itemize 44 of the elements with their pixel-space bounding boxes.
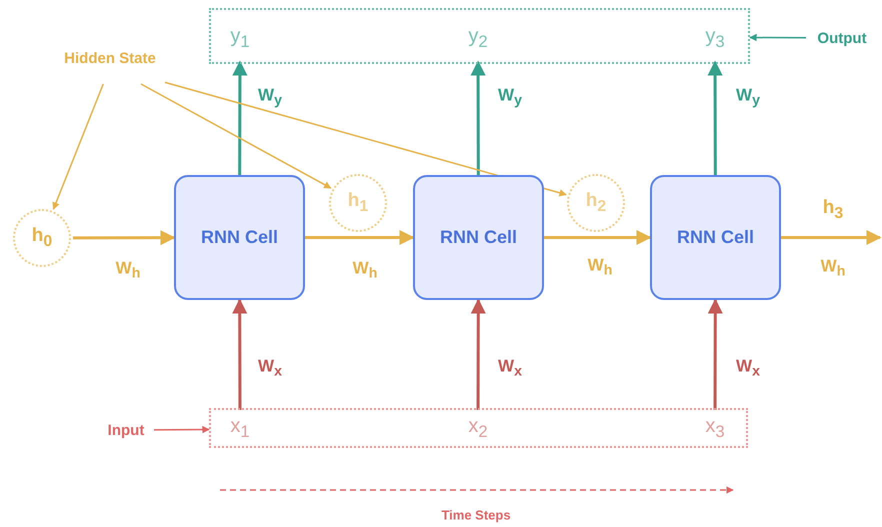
edge-label: W$_{h}$ — [116, 258, 140, 282]
arrow — [781, 230, 882, 245]
hidden-state-circle: h$_{2}$ — [567, 174, 625, 232]
output-value: y$_{2}$ — [460, 14, 496, 62]
edge-label: W$_{y}$ — [258, 85, 282, 109]
edge-label: W$_{x}$ — [736, 356, 760, 380]
arrow — [232, 298, 248, 410]
input-value: x$_{2}$ — [460, 410, 496, 446]
input-box — [209, 408, 748, 448]
leader-line — [749, 34, 806, 42]
arrow — [708, 60, 723, 175]
arrow — [544, 230, 652, 245]
callout-label: Input — [98, 418, 154, 442]
edge-label: W$_{h}$ — [352, 258, 378, 282]
hidden-state-circle: h$_{0}$ — [13, 209, 71, 267]
state-label: h$_{3}$ — [822, 197, 844, 223]
input-value: x$_{3}$ — [697, 410, 733, 446]
hidden-state-circle: h$_{1}$ — [329, 174, 387, 232]
output-value: y$_{1}$ — [222, 14, 258, 62]
edge-label: W$_{h}$ — [820, 256, 846, 280]
rnn-cell-box: RNN Cell — [174, 175, 305, 300]
edge-label: W$_{y}$ — [736, 85, 760, 109]
edge-label: W$_{y}$ — [498, 85, 522, 109]
edge-label: W$_{x}$ — [258, 356, 282, 380]
arrow — [232, 60, 248, 175]
edge-label: W$_{h}$ — [588, 255, 612, 279]
rnn-cell-box: RNN Cell — [650, 175, 781, 300]
arrow — [73, 230, 176, 246]
rnn-cell-box: RNN Cell — [413, 175, 544, 300]
arrow — [470, 298, 486, 410]
input-value: x$_{1}$ — [222, 410, 258, 446]
leader-line — [52, 84, 104, 210]
arrow — [305, 230, 414, 245]
leader-line — [154, 426, 210, 434]
arrow — [708, 298, 723, 410]
output-box — [209, 8, 750, 64]
callout-label: Hidden State — [55, 50, 165, 84]
output-value: y$_{3}$ — [697, 14, 733, 62]
axis-label: Time Steps — [441, 508, 511, 522]
arrow — [470, 60, 486, 175]
leader-line — [140, 83, 332, 189]
leader-line — [164, 82, 567, 196]
edge-label: W$_{x}$ — [498, 356, 522, 380]
callout-label: Output — [806, 26, 878, 50]
